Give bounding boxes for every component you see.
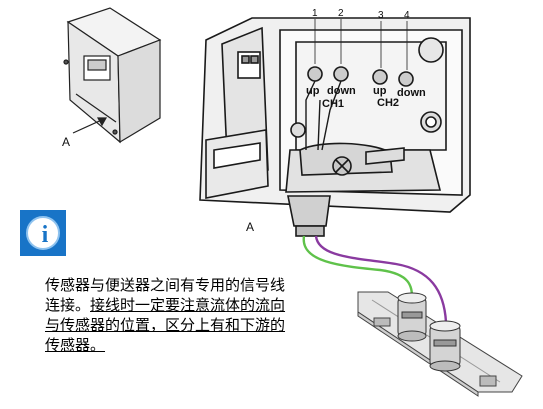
terminal-label-up-1: up xyxy=(306,85,320,97)
callout-label-main: A xyxy=(246,220,254,234)
wiring-note: 传感器与便送器之间有专用的信号线连接。接线时一定要注意流体的流向与传感器的位置，… xyxy=(45,275,295,355)
device-thumbnail xyxy=(63,7,162,144)
info-icon-glyph: i xyxy=(41,222,49,248)
upstream-sensor xyxy=(397,292,427,342)
transmitter-housing xyxy=(199,17,471,237)
terminal-number-4: 4 xyxy=(404,10,410,21)
channel-label-1: CH1 xyxy=(322,98,344,110)
channel-label-2: CH2 xyxy=(377,97,399,109)
terminal-number-2: 2 xyxy=(338,8,344,19)
note-underlined-text: 接线时一定要注意流体的流向与传感器的位置，区分上有和下游的传感器。 xyxy=(45,296,286,354)
info-icon: i xyxy=(20,210,66,256)
terminal-label-up-2: up xyxy=(373,85,387,97)
terminal-label-down-2: down xyxy=(397,87,426,99)
terminal-number-3: 3 xyxy=(378,10,384,21)
terminal-number-1: 1 xyxy=(312,8,318,19)
note-plain-text: 传感器与便送器之间有专用的信号线连接。 xyxy=(45,276,286,314)
info-icon-ring: i xyxy=(26,216,60,250)
signal-cable-purple xyxy=(314,235,448,323)
callout-label-small: A xyxy=(62,135,70,149)
terminal-label-down-1: down xyxy=(327,85,356,97)
signal-cable-green xyxy=(302,235,414,299)
downstream-sensor xyxy=(429,320,461,372)
